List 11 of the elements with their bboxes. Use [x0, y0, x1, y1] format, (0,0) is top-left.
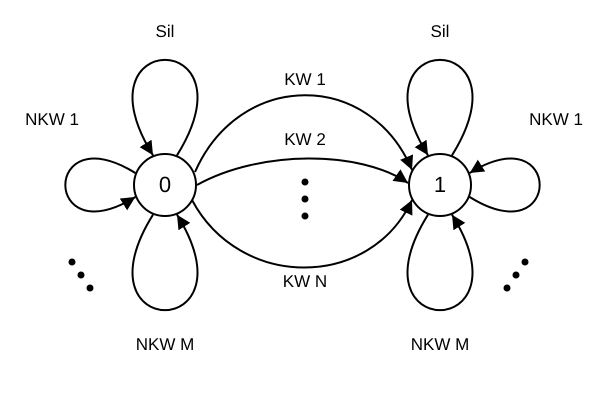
arrow: [469, 158, 540, 212]
state-circle: 0: [133, 153, 197, 217]
arrow: [132, 59, 198, 156]
arrow: [64, 158, 136, 212]
arrow: [132, 214, 198, 311]
arrow: [406, 214, 474, 311]
arrow: [191, 199, 413, 268]
arrow: [194, 94, 413, 172]
arrow: [406, 59, 474, 156]
arrow: [196, 158, 408, 186]
state-circle: 1: [408, 153, 472, 217]
